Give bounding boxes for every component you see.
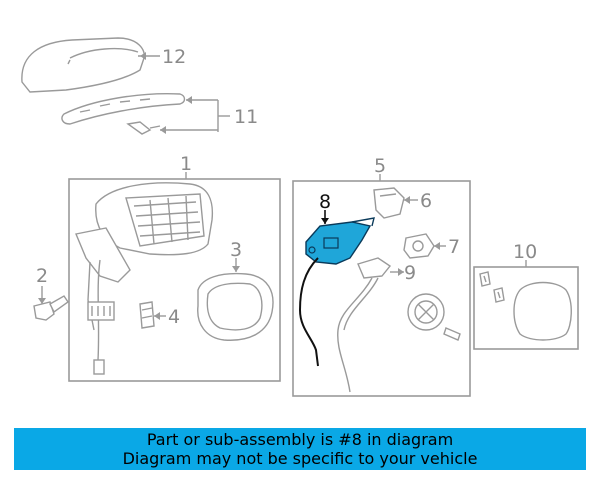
part-6-bracket xyxy=(373,187,418,219)
part-12-mirror-cover xyxy=(21,37,160,93)
part-8-motor-assembly xyxy=(298,210,375,367)
callout-10: 10 xyxy=(513,241,537,263)
callout-4: 4 xyxy=(168,306,180,328)
banner-line-1: Part or sub-assembly is #8 in diagram xyxy=(146,430,454,449)
part-9-cable xyxy=(337,257,404,393)
part-1-mirror-housing xyxy=(75,182,214,375)
info-banner: Part or sub-assembly is #8 in diagram Di… xyxy=(14,428,586,470)
callout-1: 1 xyxy=(180,153,192,175)
callout-3: 3 xyxy=(230,239,242,261)
callout-5: 5 xyxy=(374,155,386,177)
part-7-actuator xyxy=(403,233,446,259)
callout-8: 8 xyxy=(319,191,331,213)
callout-12: 12 xyxy=(162,46,186,68)
part-2-bolt xyxy=(33,286,69,321)
part-3-mirror-gasket xyxy=(197,258,274,341)
banner-line-2: Diagram may not be specific to your vehi… xyxy=(122,449,478,468)
callout-2: 2 xyxy=(36,265,48,287)
callout-7: 7 xyxy=(448,236,460,258)
part-11-turn-signal xyxy=(61,92,230,135)
group-box-1 xyxy=(68,178,281,382)
part-4-clip xyxy=(139,301,166,329)
part-mirror-motor xyxy=(407,293,461,341)
parts-diagram: 12 11 1 2 xyxy=(21,37,579,397)
callout-6: 6 xyxy=(420,190,432,212)
part-10-mirror-glass xyxy=(479,271,572,341)
callout-9: 9 xyxy=(404,262,416,284)
group-box-5 xyxy=(292,180,471,397)
callout-11: 11 xyxy=(234,106,258,128)
